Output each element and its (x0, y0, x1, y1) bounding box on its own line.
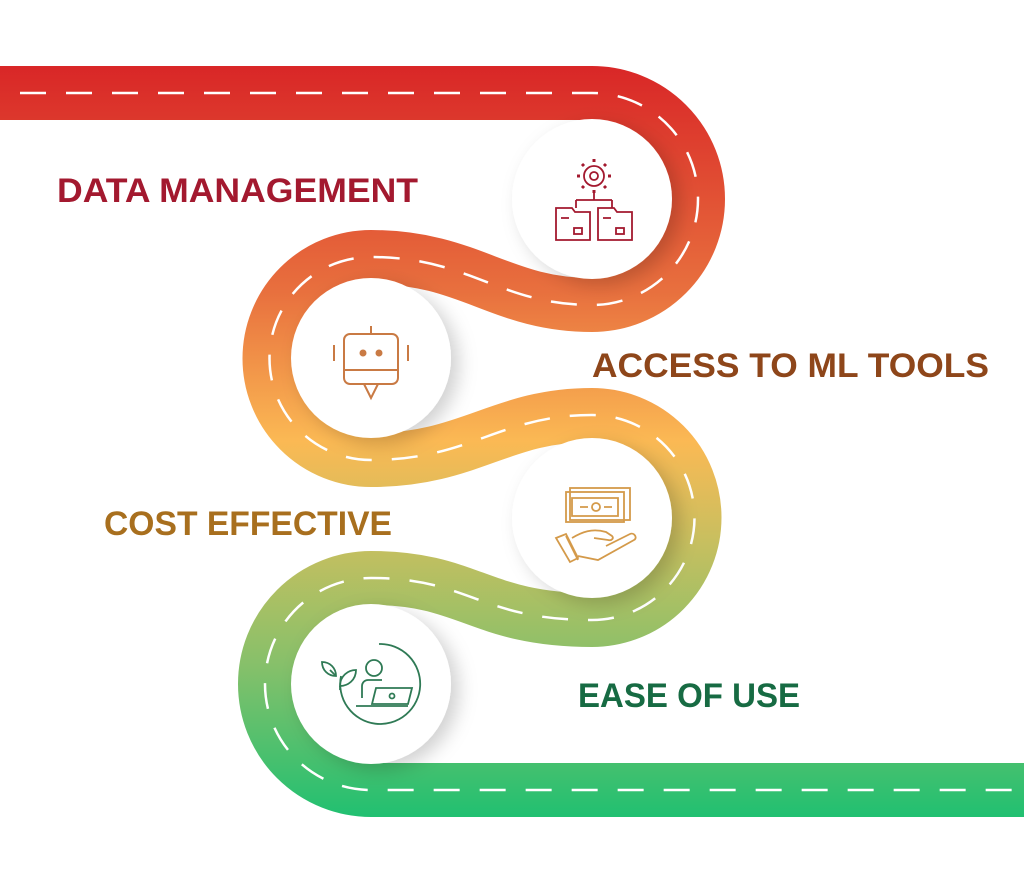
road-center-dashes (0, 91, 1024, 792)
step-4-label: EASE OF USE (578, 677, 800, 715)
robot-chatbot-icon (333, 326, 409, 401)
step-1-circle (512, 119, 672, 279)
step-3-circle (512, 438, 672, 598)
person-laptop-leaf-icon (321, 643, 422, 725)
data-management-icon (555, 159, 633, 241)
step-1-label: DATA MANAGEMENT (57, 172, 418, 210)
money-hand-icon (554, 487, 637, 564)
step-2-label: ACCESS TO ML TOOLS (592, 347, 989, 385)
step-3-label: COST EFFECTIVE (104, 505, 392, 543)
step-4-circle (291, 604, 451, 764)
step-2-circle (291, 278, 451, 438)
